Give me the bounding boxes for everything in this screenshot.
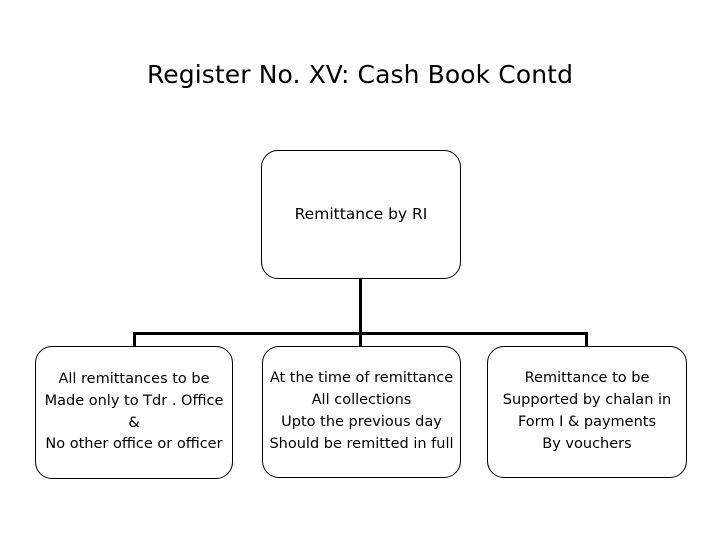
diagram-node-root[interactable]: Remittance by RI: [261, 150, 461, 279]
connector-drop-middle: [359, 332, 362, 347]
diagram-node-child-1[interactable]: All remittances to be Made only to Tdr .…: [35, 346, 233, 479]
diagram-node-child-1-label: All remittances to be Made only to Tdr .…: [44, 370, 224, 453]
diagram-node-child-3-label: Remittance to be Supported by chalan in …: [502, 370, 672, 452]
connector-drop-right: [585, 332, 588, 347]
page-title: Register No. XV: Cash Book Contd: [146, 60, 574, 89]
diagram-node-child-2[interactable]: At the time of remittance All collection…: [262, 346, 461, 478]
connector-trunk-vertical: [359, 278, 362, 335]
diagram-node-child-3[interactable]: Remittance to be Supported by chalan in …: [487, 346, 687, 478]
diagram-node-root-label: Remittance by RI: [294, 204, 428, 223]
diagram-node-child-2-label: At the time of remittance All collection…: [269, 370, 454, 452]
connector-drop-left: [133, 332, 136, 347]
